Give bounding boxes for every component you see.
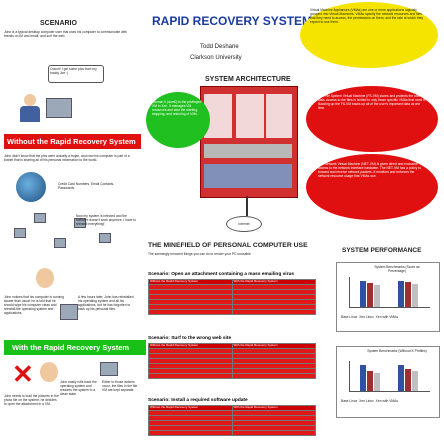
with-caption-1: John needs to load the pictures in the p…: [4, 394, 59, 406]
person-body: [20, 106, 40, 122]
performance-heading: SYSTEM PERFORMANCE: [342, 247, 422, 254]
monitor-icon: [46, 98, 72, 118]
recovery-person-image: [40, 362, 58, 382]
legend-item: Xen with VMAs: [375, 315, 399, 319]
performance-chart-1: System Benchmarks (Score as Percentage) …: [336, 262, 440, 332]
hypervisor-layer: [204, 144, 292, 158]
vma-definition-bubble: Virtual Machine Appliances (VMAs) are on…: [300, 2, 438, 68]
table-row: [148, 372, 316, 379]
fs-vm-note-bubble: The File System Virtual Machine (FS-VM) …: [306, 86, 438, 152]
chart-1-plot-area: [349, 277, 430, 308]
chart-2-plot-area: [349, 361, 430, 392]
chart-1-title: System Benchmarks (Score as Percentage): [374, 265, 420, 273]
minefield-subheading: The seemingly innocent things you can do…: [148, 252, 251, 256]
pc-icon: [54, 238, 66, 248]
bar: [360, 365, 366, 391]
bar: [405, 369, 411, 391]
vma-definition-text: Virtual Machine Appliances (VMAs) are on…: [310, 8, 424, 24]
legend-item: Xen Linux: [359, 399, 374, 403]
user-at-computer-image: [20, 90, 80, 125]
with-computer-image: [100, 362, 118, 376]
architecture-heading: SYSTEM ARCHITECTURE: [205, 76, 291, 83]
scenario-1-table: Without the Rapid Recovery System With t…: [148, 279, 316, 315]
bar: [367, 371, 373, 391]
reinstall-computer-image: [60, 304, 78, 320]
net-vm-note-text: The Network Virtual Machine (NET-VM) is …: [318, 162, 421, 178]
red-x-icon: ✕: [12, 359, 34, 389]
bar: [367, 283, 373, 307]
pc-icon: [34, 213, 46, 223]
pc-icon: [99, 233, 111, 243]
with-caption-3: Either to those actions occur, the files…: [102, 380, 138, 392]
performance-chart-2: System Benchmarks (Without X Profiles) B…: [336, 346, 440, 418]
scenario-3-table: Without the Rapid Recovery System With t…: [148, 405, 316, 436]
scenario-2-title: Scenario: Surf to the wrong web site: [148, 336, 232, 341]
with-caption-2: John easily rolls back the operating sys…: [60, 380, 97, 396]
legend-item: Xen Linux: [359, 315, 374, 319]
bar: [412, 371, 418, 391]
affiliation: Clarkson University: [190, 55, 242, 61]
without-caption-3: John notices that his computer is runnin…: [4, 295, 64, 315]
internet-cloud: Internet: [226, 216, 262, 232]
scenario-1-title: Scenario: Open an attachment containing …: [148, 272, 295, 277]
legend-item: Base Linux: [341, 399, 358, 403]
scenario-2-table: Without the Rapid Recovery System With t…: [148, 343, 316, 379]
legend-item: Xen with VMAs: [375, 399, 399, 403]
without-caption-2: Now my system is infected and the softwa…: [76, 214, 137, 226]
chart-1-legend: Base Linux Xen Linux Xen with VMAs: [341, 315, 437, 319]
with-heading: With the Rapid Recovery System: [12, 343, 130, 352]
scenario-3-title: Scenario: Install a required software up…: [148, 398, 248, 403]
reinstall-person-image: [36, 268, 54, 288]
bar: [405, 282, 411, 307]
with-heading-bar: With the Rapid Recovery System: [4, 340, 146, 355]
chart-2-legend: Base Linux Xen Linux Xen with VMAs: [341, 399, 437, 403]
table-row: [148, 429, 316, 436]
author-name: Todd Deshane: [200, 44, 239, 50]
person-icon: [24, 94, 36, 106]
vm-block: [236, 94, 264, 138]
bar: [374, 285, 380, 307]
scenario-heading: SCENARIO: [40, 20, 77, 27]
hardware-layer: [204, 164, 292, 188]
without-text: John didn't know that the pics were actu…: [4, 154, 130, 162]
scenario-bubble-text: Ooooh! I got some pics from my buddy Joe…: [50, 67, 97, 75]
bar: [374, 373, 380, 391]
without-caption-1: Credit Card Numbers, Email Contacts, Pas…: [58, 182, 115, 190]
pc-icon: [74, 218, 86, 228]
table-row: [148, 308, 316, 315]
bar: [398, 365, 404, 391]
bar: [398, 281, 404, 307]
vm-block: [266, 94, 292, 138]
network-diagram-image: [14, 208, 124, 256]
fs-vm-note-text: The File System Virtual Machine (FS-VM) …: [318, 94, 426, 110]
scenario-speech-bubble: Ooooh! I got some pics from my buddy Joe…: [48, 65, 104, 83]
pc-icon: [14, 228, 26, 238]
chart-2-title: System Benchmarks (Without X Profiles): [367, 349, 427, 353]
bar: [360, 281, 366, 307]
botnet-globe-image: [16, 172, 46, 202]
legend-item: Base Linux: [341, 315, 358, 319]
connector-line: [246, 196, 248, 216]
bar: [412, 284, 418, 307]
dom0-note-bubble: Domain 0 (dom0) is the privileged VM in …: [146, 92, 210, 148]
without-heading-bar: Without the Rapid Recovery System: [4, 134, 141, 149]
architecture-diagram: [200, 86, 298, 216]
internet-label: Internet: [238, 222, 250, 226]
poster-title: RAPID RECOVERY SYSTEM: [152, 14, 313, 28]
scenario-text: John is a typical desktop computer user …: [4, 30, 127, 38]
without-caption-4: A few hours later, John has reinstalled …: [78, 295, 134, 311]
net-vm-note-bubble: The Network Virtual Machine (NET-VM) is …: [306, 154, 438, 220]
minefield-heading: THE MINEFIELD OF PERSONAL COMPUTER USE: [148, 242, 308, 249]
without-heading: Without the Rapid Recovery System: [7, 137, 136, 146]
dom0-note-text: Domain 0 (dom0) is the privileged VM in …: [152, 100, 202, 116]
